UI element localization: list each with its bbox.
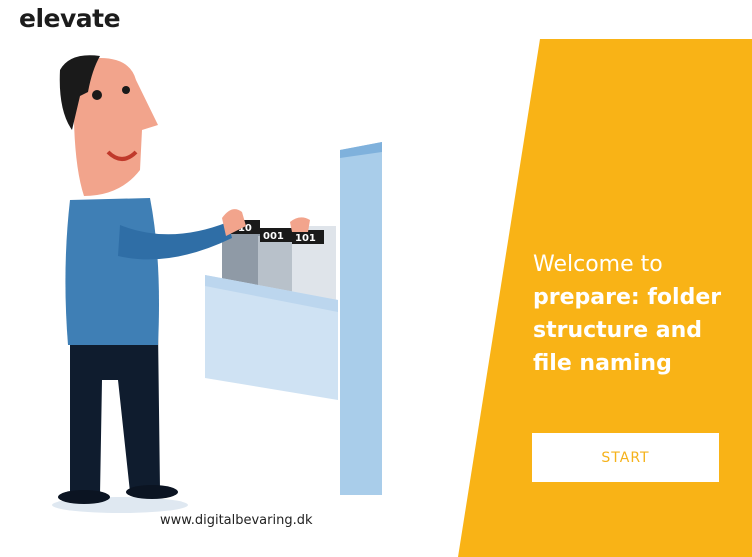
start-button[interactable]: START — [532, 433, 719, 482]
person-shoe-right — [126, 485, 178, 499]
person-filing-folders-illustration: 010 001 101 — [52, 55, 382, 513]
welcome-line-1: Welcome to — [533, 252, 663, 277]
website-url: www.digitalbevaring.dk — [160, 513, 313, 528]
folder-tab-3 — [292, 230, 324, 244]
person-mouth — [106, 150, 138, 161]
person-shoe-left — [58, 490, 110, 504]
person-hand — [222, 209, 246, 236]
drawer — [205, 275, 338, 400]
person-hair — [59, 55, 100, 130]
folder-tab-3-label: 101 — [295, 233, 316, 244]
folder-tab-2 — [260, 228, 292, 242]
welcome-line-2: prepare: folder structure and file namin… — [533, 285, 722, 376]
person-legs — [70, 330, 160, 495]
cabinet-panel — [340, 142, 382, 495]
folder-tab-2-label: 001 — [263, 231, 284, 242]
person-eye — [92, 90, 102, 100]
person-arm — [118, 222, 232, 260]
person-shirt — [65, 198, 159, 345]
welcome-text: Welcome to prepare: folder structure and… — [533, 248, 743, 380]
folder-tab-1-label: 010 — [231, 223, 252, 234]
elevate-logo: elevate — [19, 4, 121, 33]
